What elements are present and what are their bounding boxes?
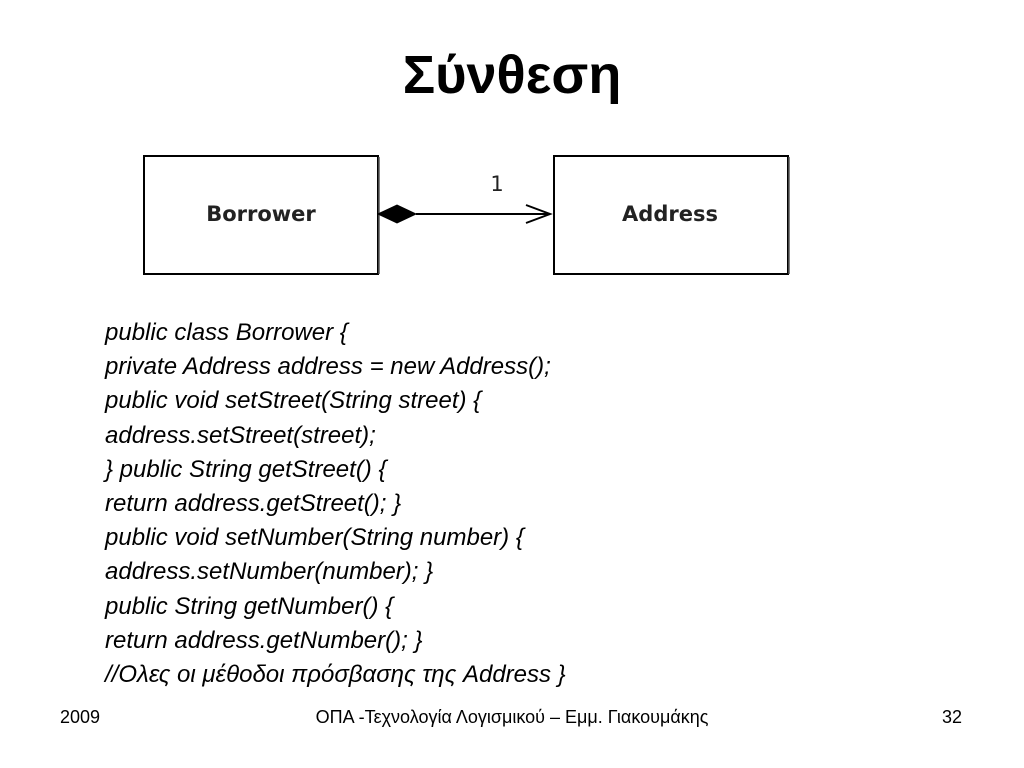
- code-line: public class Borrower {: [105, 319, 348, 346]
- code-line: public void setNumber(String number) {: [105, 524, 524, 552]
- footer-page-number: 32: [941, 707, 962, 727]
- code-line: address.setStreet(street);: [105, 421, 376, 449]
- code-listing: public class Borrower { private Address …: [105, 316, 925, 692]
- footer-course-title: ΟΠΑ -Τεχνολογία Λογισμικού – Εμμ. Γιακου…: [315, 707, 709, 727]
- code-line: } public String getStreet() {: [105, 455, 387, 483]
- address-class-box: [553, 155, 789, 275]
- code-line: private Address address = new Address();: [105, 353, 551, 381]
- borrower-class-label: Borrower: [206, 202, 316, 226]
- borrower-class-box: [143, 155, 379, 275]
- address-class-label: Address: [622, 202, 718, 226]
- composition-diamond: [376, 204, 418, 224]
- code-line: return address.getStreet(); }: [105, 490, 402, 518]
- code-line: public String getNumber() {: [105, 592, 394, 620]
- code-line: return address.getNumber(); }: [105, 626, 423, 654]
- code-line: address.setNumber(number); }: [105, 558, 434, 586]
- footer-year: 2009: [60, 707, 101, 727]
- multiplicity-label: 1: [490, 172, 503, 196]
- slide-title: Σύνθεση: [402, 45, 622, 105]
- code-line: //Ολες οι μέθοδοι πρόσβασης της Address …: [105, 661, 566, 689]
- code-line: public void setStreet(String street) {: [105, 387, 482, 415]
- navigability-arrowhead: [525, 204, 553, 224]
- uml-composition-diagram: Borrower 1 Address: [143, 155, 790, 275]
